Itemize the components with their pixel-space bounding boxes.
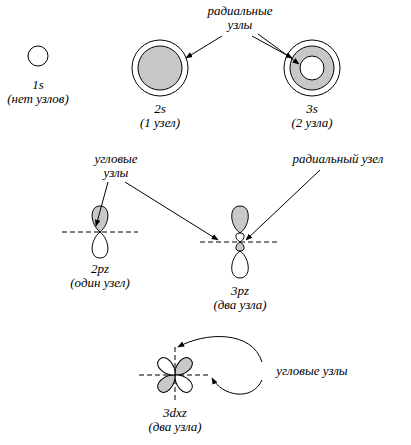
orbital-label: 3dxz <box>163 406 187 420</box>
orbital-label: 3pz <box>231 284 249 298</box>
orbital-label: (два узла) <box>213 298 266 312</box>
orbital-label: (2 узла) <box>291 116 332 130</box>
orbital-label: радиальные узлы <box>200 4 280 32</box>
orbital-label: (два узла) <box>148 420 201 434</box>
orbital-label: угловые узлы <box>86 152 146 180</box>
orbital-2pz <box>62 206 138 258</box>
orbital-label: (один узел) <box>70 276 130 290</box>
orbital-label: 3s <box>306 102 318 116</box>
leader-lines <box>96 170 320 240</box>
orbital-2s <box>132 40 188 96</box>
orbital-label: радиальный узел <box>293 152 384 166</box>
orbital-label: 1s <box>32 78 44 92</box>
leader-lines <box>178 337 262 395</box>
orbital-3s <box>284 40 340 96</box>
orbital-label: (1 узел) <box>140 116 180 130</box>
orbital-1s <box>28 46 48 66</box>
orbital-3dxz <box>139 347 211 403</box>
leader-lines <box>186 34 299 64</box>
orbital-label: (нет узлов) <box>7 92 69 106</box>
orbital-label: 2pz <box>91 262 109 276</box>
orbital-label: угловые узлы <box>276 364 347 378</box>
orbital-label: 2s <box>154 102 166 116</box>
orbital-3pz <box>200 206 280 278</box>
